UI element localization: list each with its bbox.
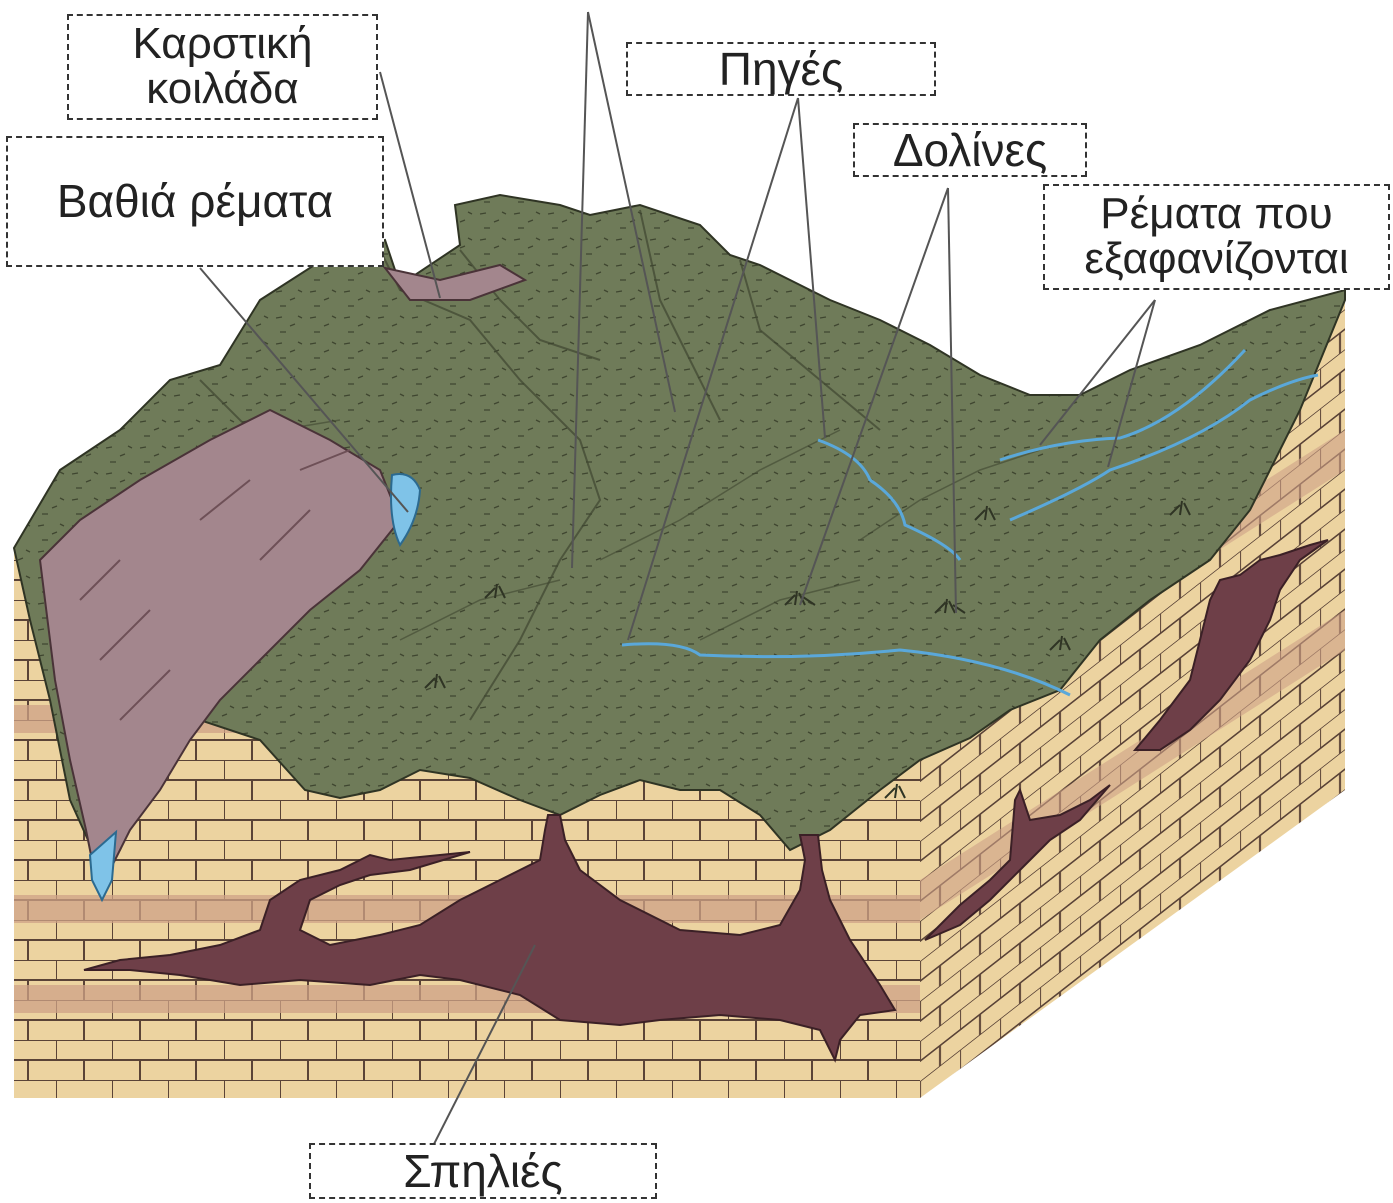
label-disappearing-streams: Ρέματα που εξαφανίζονται <box>1043 184 1390 290</box>
label-deep-streams-text: Βαθιά ρέματα <box>57 178 333 225</box>
label-caves-text: Σπηλιές <box>403 1148 562 1195</box>
label-caves: Σπηλιές <box>309 1143 657 1199</box>
label-dolines-text: Δολίνες <box>893 127 1047 174</box>
label-springs-text: Πηγές <box>719 46 843 93</box>
label-deep-streams: Βαθιά ρέματα <box>6 136 384 267</box>
label-karstic-valley-line-1: Καρστική <box>132 22 312 67</box>
label-karstic-valley: Καρστική κοιλάδα <box>67 14 378 120</box>
label-karstic-valley-line-2: κοιλάδα <box>146 67 298 112</box>
label-disappearing-streams-line-2: εξαφανίζονται <box>1084 237 1348 282</box>
label-disappearing-streams-line-1: Ρέματα που <box>1100 192 1332 237</box>
label-dolines: Δολίνες <box>853 123 1087 177</box>
label-springs: Πηγές <box>626 42 936 96</box>
